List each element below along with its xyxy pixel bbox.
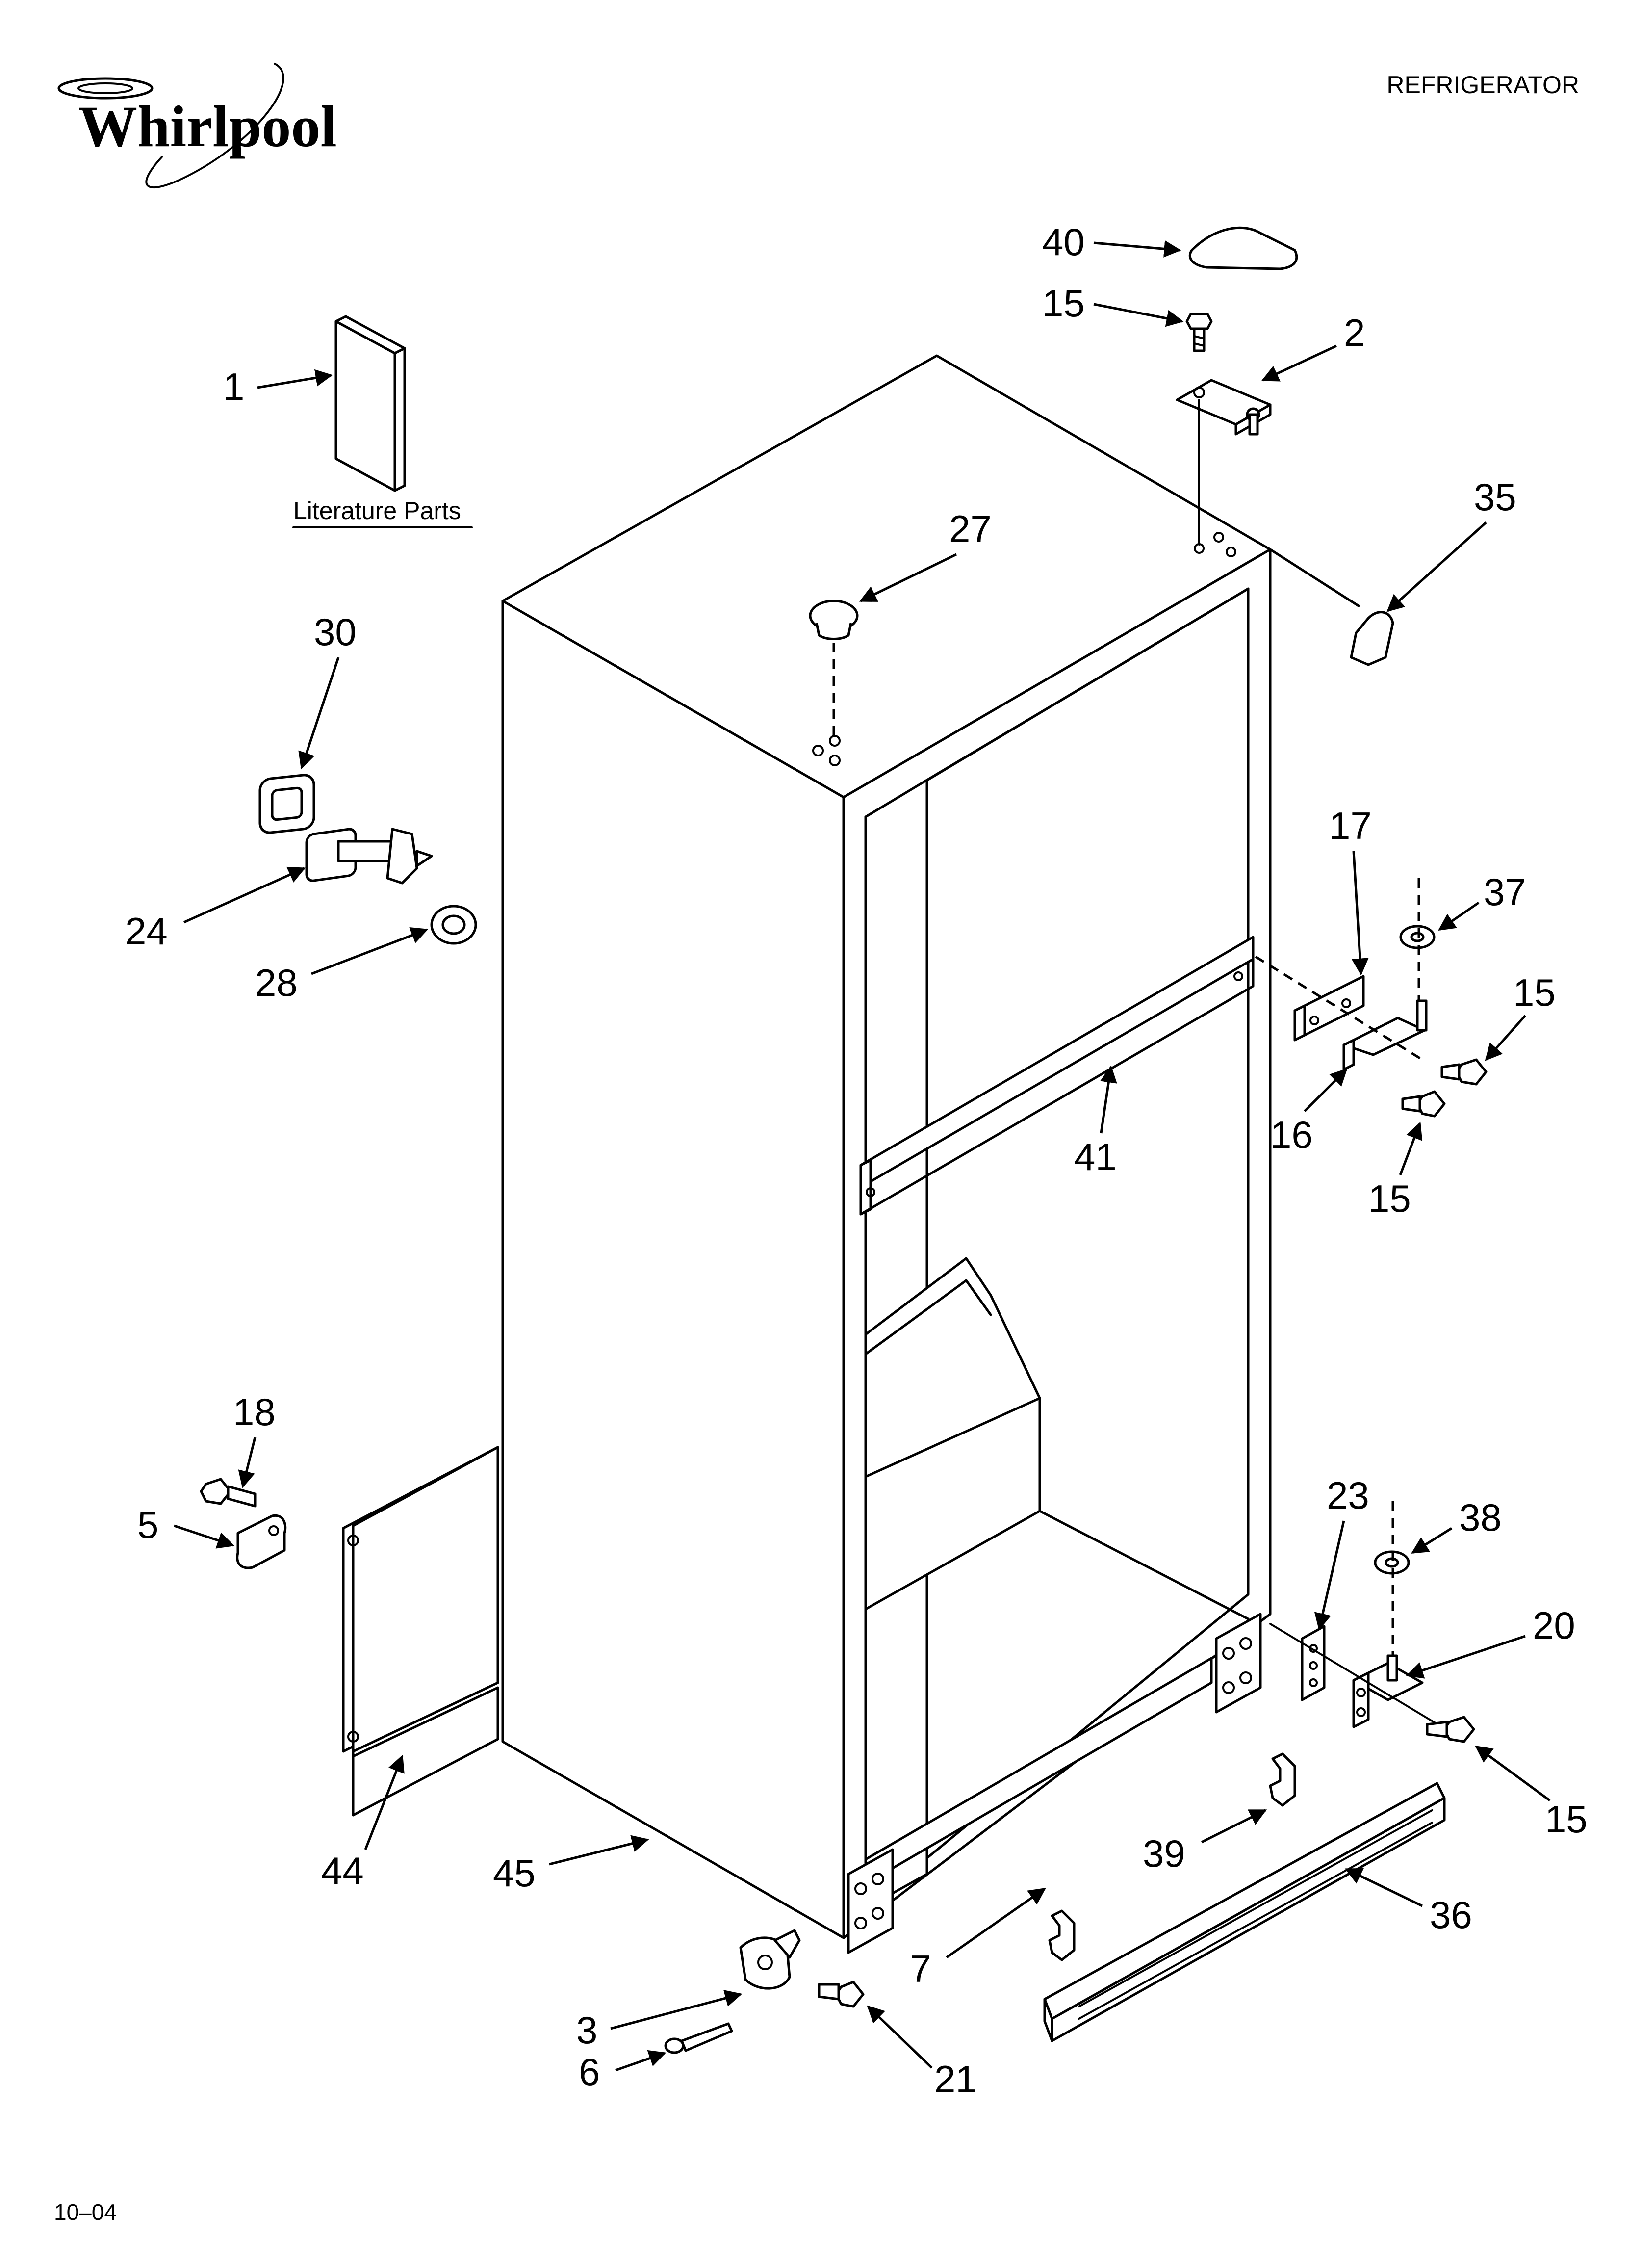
- callout-label: 15: [1545, 1798, 1588, 1841]
- middle-hinge-screw-upper[interactable]: [1440, 1058, 1488, 1086]
- callout-6: 6: [579, 2050, 667, 2093]
- callout-label: 30: [314, 610, 357, 653]
- bottom-hinge-alignment-line: [1269, 1623, 1443, 1728]
- page-title: REFRIGERATOR: [1386, 71, 1579, 99]
- callout-45: 45: [493, 1835, 649, 1895]
- wire-clamp[interactable]: [236, 1514, 287, 1569]
- logo-swoosh-icon: [145, 63, 284, 188]
- callout-label: 27: [949, 507, 992, 550]
- callout-38: 38: [1411, 1496, 1502, 1554]
- middle-hinge-shim[interactable]: [1293, 975, 1365, 1042]
- callout-label: 7: [910, 1947, 931, 1990]
- toe-grille[interactable]: [1043, 1782, 1446, 2042]
- roller-bracket[interactable]: [739, 1929, 801, 1990]
- callout-label: 40: [1042, 220, 1085, 263]
- top-hinge-cover[interactable]: [1188, 226, 1298, 270]
- bottom-hinge-screw[interactable]: [1426, 1716, 1475, 1743]
- bottom-hinge[interactable]: [1352, 1654, 1424, 1728]
- logo-swirl-outer-icon: [57, 77, 154, 100]
- callout-label: 38: [1459, 1496, 1502, 1539]
- top-hinge-screw[interactable]: [1185, 313, 1213, 352]
- callout-15-bottom: 15: [1475, 1745, 1588, 1841]
- callout-label: 5: [137, 1503, 158, 1546]
- callout-label: 37: [1484, 870, 1526, 913]
- bottom-hinge-shim[interactable]: [1301, 1625, 1326, 1701]
- grille-clip-right[interactable]: [1269, 1752, 1296, 1807]
- brand-logo-text: Whirlpool: [78, 94, 337, 159]
- callout-label: 15: [1368, 1177, 1411, 1220]
- middle-hinge-washer[interactable]: [1399, 925, 1436, 949]
- callout-44: 44: [321, 1754, 405, 1892]
- cabinet-shell[interactable]: [501, 354, 1272, 1954]
- callout-15-middle-lower: 15: [1368, 1121, 1423, 1220]
- callout-label: 1: [223, 365, 244, 408]
- callout-2: 2: [1261, 311, 1365, 382]
- callout-label: 15: [1042, 282, 1085, 325]
- callout-label: 23: [1327, 1474, 1369, 1517]
- whirlpool-logo: Whirlpool: [57, 63, 337, 188]
- callout-20: 20: [1406, 1604, 1575, 1679]
- callout-label: 21: [934, 2058, 977, 2101]
- callout-17: 17: [1329, 804, 1372, 976]
- callout-24: 24: [125, 866, 306, 953]
- callout-label: 35: [1474, 475, 1516, 519]
- callout-label: 17: [1329, 804, 1372, 847]
- inlet-tube-assembly[interactable]: [305, 828, 433, 885]
- callout-5: 5: [137, 1503, 235, 1549]
- callout-label: 18: [233, 1390, 276, 1434]
- roller-pin[interactable]: [664, 2022, 733, 2054]
- grille-clip-left[interactable]: [1048, 1909, 1076, 1961]
- callout-36: 36: [1344, 1868, 1472, 1936]
- middle-hinge[interactable]: [1342, 999, 1428, 1071]
- date-code: 10–04: [54, 2199, 117, 2225]
- callout-15-middle-right: 15: [1485, 971, 1556, 1061]
- callout-15-top: 15: [1042, 282, 1184, 327]
- callout-30: 30: [298, 610, 357, 770]
- callout-41: 41: [1074, 1065, 1117, 1178]
- callout-label: 15: [1513, 971, 1556, 1014]
- callout-label: 45: [493, 1851, 536, 1895]
- literature-parts-label: Literature Parts: [293, 497, 461, 524]
- callout-label: 2: [1344, 311, 1365, 354]
- logo-swirl-inner-icon: [77, 82, 133, 94]
- callout-label: 39: [1143, 1832, 1185, 1875]
- inlet-bushing[interactable]: [430, 905, 477, 945]
- callout-18: 18: [233, 1390, 276, 1488]
- callout-label: 3: [576, 2008, 597, 2052]
- top-hinge[interactable]: [1176, 379, 1272, 436]
- callout-35: 35: [1386, 475, 1516, 612]
- hinge-side-cover[interactable]: [1350, 611, 1394, 666]
- callout-label: 36: [1430, 1893, 1472, 1936]
- callout-23: 23: [1314, 1474, 1369, 1631]
- callout-label: 44: [321, 1849, 364, 1892]
- callout-39: 39: [1143, 1809, 1267, 1875]
- callout-label: 24: [125, 910, 168, 953]
- cabinet-side-panel: [501, 600, 845, 1939]
- callout-28: 28: [255, 927, 429, 1004]
- callout-7: 7: [910, 1887, 1046, 1990]
- inlet-grommet[interactable]: [258, 774, 315, 834]
- callout-label: 16: [1270, 1113, 1313, 1156]
- rear-access-panel-face: [352, 1446, 499, 1753]
- middle-hinge-screw-lower[interactable]: [1401, 1090, 1446, 1118]
- callout-37: 37: [1438, 870, 1526, 931]
- callout-label: 20: [1533, 1604, 1575, 1647]
- callout-label: 28: [255, 961, 298, 1004]
- callout-16: 16: [1270, 1068, 1348, 1156]
- hinge-cover-guide-line: [1269, 548, 1360, 607]
- literature-parts-booklet[interactable]: [334, 315, 406, 492]
- roller-screw[interactable]: [818, 1981, 865, 2008]
- wire-clamp-screw[interactable]: [200, 1478, 257, 1508]
- callout-label: 6: [579, 2050, 600, 2093]
- callout-40: 40: [1042, 220, 1181, 263]
- divider-bar[interactable]: [859, 936, 1255, 1216]
- callout-1: 1: [223, 365, 333, 408]
- callout-3: 3: [576, 1990, 743, 2052]
- callout-label: 41: [1074, 1135, 1117, 1178]
- top-plug-button[interactable]: [809, 600, 859, 640]
- callout-27: 27: [859, 507, 992, 602]
- callout-21: 21: [867, 2005, 977, 2101]
